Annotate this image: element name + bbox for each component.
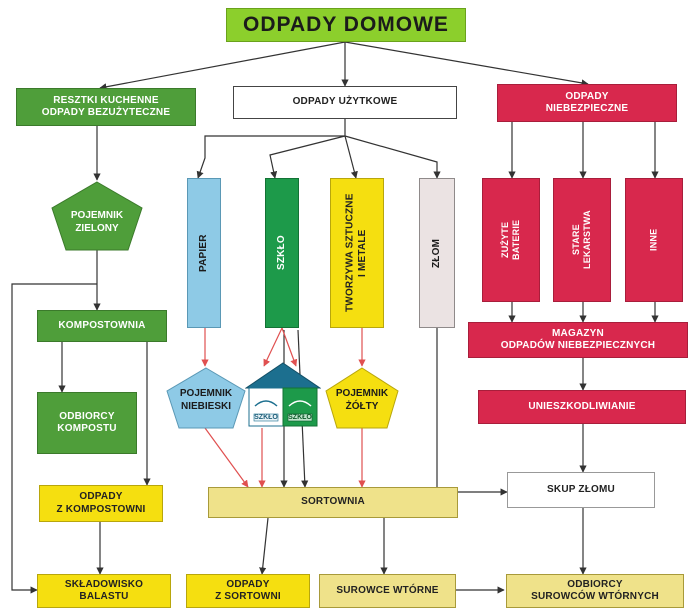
neutralization-box: UNIESZKODLIWIANIE (478, 390, 686, 424)
other-hazardous-label: INNE (648, 228, 659, 252)
kitchen-waste-box: RESZTKI KUCHENNE ODPADY BEZUŻYTECZNE (16, 88, 196, 126)
blue-container-label: POJEMNIK NIEBIESKI (165, 378, 247, 422)
compost-buyers-box: ODBIORCY KOMPOSTU (37, 392, 137, 454)
scrap-buyer-label: SKUP ZŁOMU (547, 483, 615, 495)
medicines-box: STARE LEKARSTWA (553, 178, 611, 302)
sorting-waste-label: ODPADY Z SORTOWNI (215, 578, 281, 603)
secondary-materials-label: SUROWCE WTÓRNE (336, 584, 439, 596)
compost-waste-label: ODPADY Z KOMPOSTOWNI (56, 491, 146, 515)
page-title: ODPADY DOMOWE (243, 12, 449, 36)
compost-buyers-label: ODBIORCY KOMPOSTU (57, 410, 117, 435)
composting-box: KOMPOSTOWNIA (37, 310, 167, 342)
paper-box: PAPIER (187, 178, 221, 328)
glass-bins-icon (245, 362, 321, 427)
glass-label: SZKŁO (275, 235, 287, 271)
composting-label: KOMPOSTOWNIA (58, 319, 146, 331)
yellow-container-text: POJEMNIK ŻÓŁTY (335, 388, 389, 412)
kitchen-waste-label: RESZTKI KUCHENNE ODPADY BEZUŻYTECZNE (41, 94, 171, 119)
other-hazardous-box: INNE (625, 178, 683, 302)
sorting-box: SORTOWNIA (208, 487, 458, 518)
glass-white-bin-label: SZKŁO (254, 414, 278, 421)
medicines-label: STARE LEKARSTWA (570, 210, 592, 270)
blue-container-text: POJEMNIK NIEBIESKI (179, 388, 233, 412)
plastics-label: TWORZYWA SZTUCZNE I METALE (344, 193, 369, 313)
sorting-label: SORTOWNIA (301, 496, 365, 508)
hazardous-storage-label: MAGAZYN ODPADÓW NIEBEZPIECZNYCH (500, 327, 656, 352)
green-container-text: POJEMNIK ZIELONY (70, 210, 124, 234)
usable-waste-box: ODPADY UŻYTKOWE (233, 86, 457, 119)
usable-waste-label: ODPADY UŻYTKOWE (292, 96, 398, 108)
hazardous-waste-label: ODPADY NIEBEZPIECZNE (545, 90, 629, 115)
glass-white-bin-text: SZKŁO (254, 414, 278, 421)
compost-waste-box: ODPADY Z KOMPOSTOWNI (39, 485, 163, 522)
yellow-container-label: POJEMNIK ŻÓŁTY (324, 378, 400, 422)
scrap-label: ZŁOM (430, 238, 442, 268)
blue-container-shape (166, 367, 246, 429)
neutralization-label: UNIESZKODLIWIANIE (528, 400, 636, 412)
green-container-shape (51, 181, 143, 251)
yellow-container-shape (325, 367, 399, 429)
secondary-buyers-box: ODBIORCY SUROWCÓW WTÓRNYCH (506, 574, 684, 608)
paper-label: PAPIER (197, 234, 209, 272)
scrap-box: ZŁOM (419, 178, 455, 328)
sorting-waste-box: ODPADY Z SORTOWNI (186, 574, 310, 608)
scrap-buyer-box: SKUP ZŁOMU (507, 472, 655, 508)
plastics-box: TWORZYWA SZTUCZNE I METALE (330, 178, 384, 328)
glass-color-bin-label: SZKŁO (288, 414, 312, 421)
batteries-box: ZUŻYTE BATERIE (482, 178, 540, 302)
landfill-box: SKŁADOWISKO BALASTU (37, 574, 171, 608)
title-box: ODPADY DOMOWE (226, 8, 466, 42)
glass-box: SZKŁO (265, 178, 299, 328)
batteries-label: ZUŻYTE BATERIE (499, 219, 521, 261)
secondary-materials-box: SUROWCE WTÓRNE (319, 574, 456, 608)
landfill-label: SKŁADOWISKO BALASTU (64, 578, 144, 603)
glass-color-bin-text: SZKŁO (288, 414, 312, 421)
secondary-buyers-label: ODBIORCY SUROWCÓW WTÓRNYCH (531, 578, 659, 603)
hazardous-storage-box: MAGAZYN ODPADÓW NIEBEZPIECZNYCH (468, 322, 688, 358)
green-container-label: POJEMNIK ZIELONY (50, 200, 144, 244)
hazardous-waste-box: ODPADY NIEBEZPIECZNE (497, 84, 677, 122)
